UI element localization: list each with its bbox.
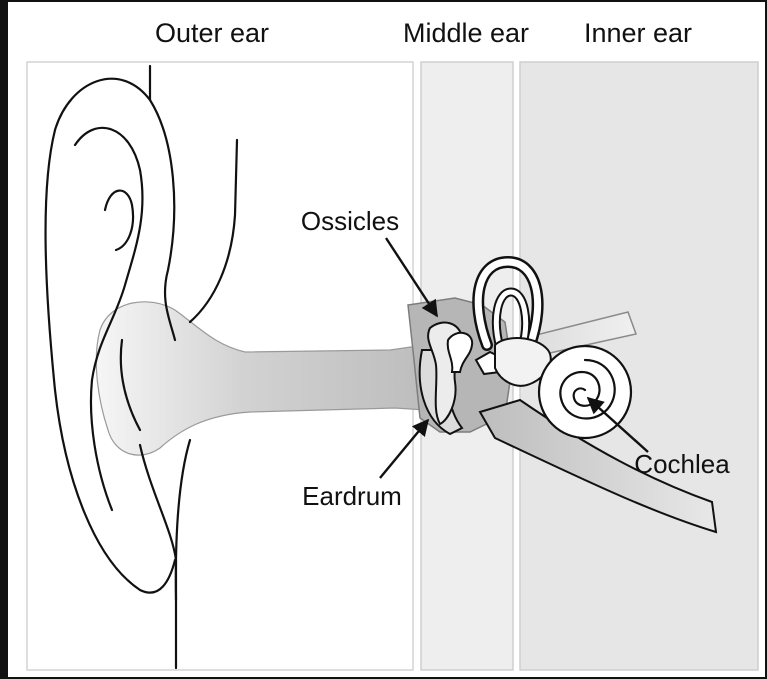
left-edge-bar — [0, 0, 8, 679]
heading-middle-ear: Middle ear — [403, 18, 529, 48]
label-ossicles: Ossicles — [301, 206, 399, 236]
label-cochlea: Cochlea — [634, 449, 730, 479]
heading-outer-ear: Outer ear — [155, 18, 269, 48]
label-eardrum: Eardrum — [302, 481, 402, 511]
heading-inner-ear: Inner ear — [584, 18, 692, 48]
